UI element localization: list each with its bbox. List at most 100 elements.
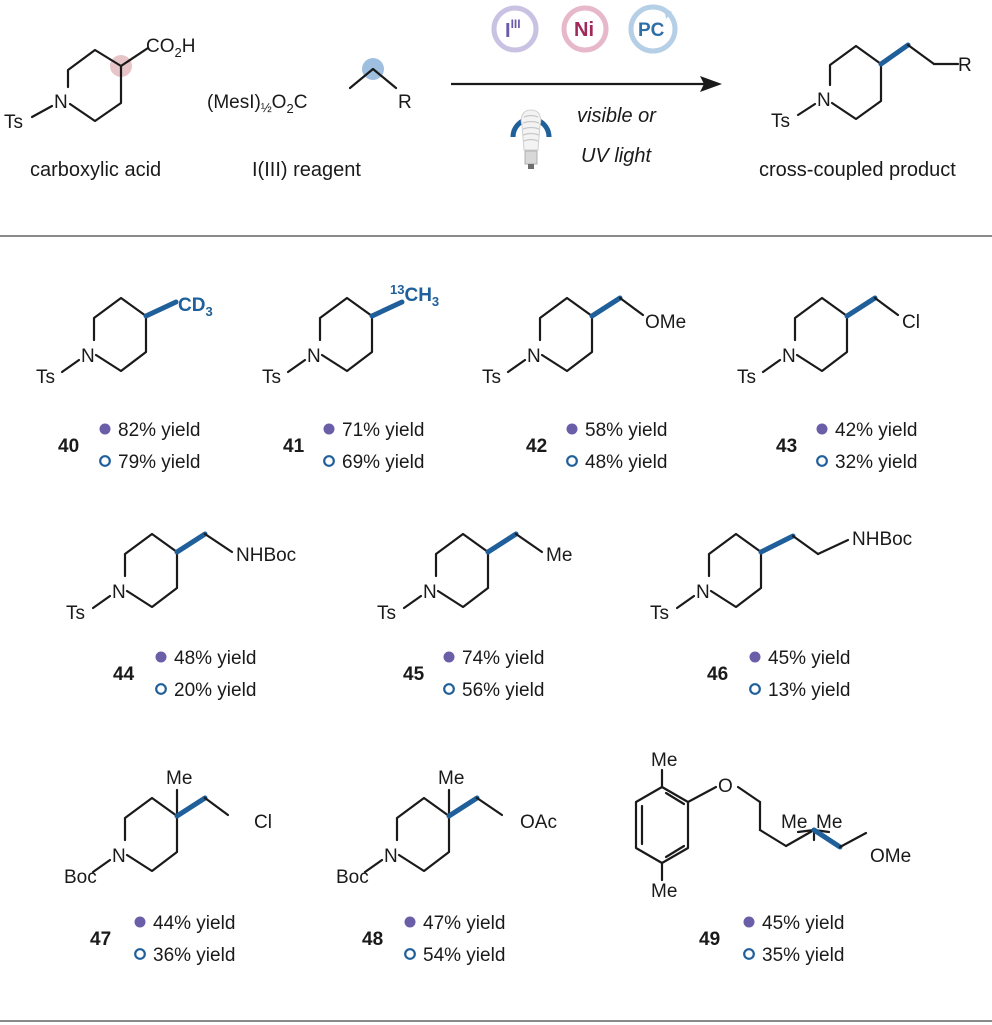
compound-42-structure: N Ts OMe (482, 295, 686, 388)
open-dot-marker (566, 455, 578, 467)
open-dot-marker (404, 948, 416, 960)
catalyst-photocatalyst: PC (628, 4, 678, 54)
compound-number: 45 (403, 664, 425, 685)
filled-dot-marker (99, 423, 111, 435)
svg-text:Ts: Ts (377, 603, 396, 624)
svg-text:NHBoc: NHBoc (236, 545, 296, 566)
filled-dot-marker (816, 423, 828, 435)
svg-text:13CH3: 13CH3 (390, 282, 439, 309)
carboxylic-acid-structure: N Ts CO2H (4, 36, 195, 133)
svg-text:N: N (81, 346, 95, 367)
open-dot-marker (749, 683, 761, 695)
compound-number: 46 (707, 664, 728, 685)
yield-open: 79% yield (118, 452, 200, 473)
filled-dot-marker (134, 916, 146, 928)
filled-dot-marker (749, 651, 761, 663)
yield-filled: 42% yield (835, 420, 917, 441)
filled-dot-marker (404, 916, 416, 928)
compound-46-structure: N Ts NHBoc (650, 529, 912, 624)
compound-48-structure: N Boc Me OAc (336, 768, 557, 888)
yield-filled: 82% yield (118, 420, 200, 441)
filled-dot-marker (566, 423, 578, 435)
filled-dot-marker (323, 423, 335, 435)
svg-text:Cl: Cl (254, 812, 272, 833)
svg-text:Ts: Ts (36, 367, 55, 388)
svg-text:CO2H: CO2H (146, 36, 195, 60)
yield-table: 40 82% yield 79% yield 41 71% yield 69% yield… (58, 420, 917, 966)
yield-open: 56% yield (462, 680, 544, 701)
filled-dot-marker (443, 651, 455, 663)
svg-text:CD3: CD3 (178, 295, 213, 319)
svg-text:Me: Me (651, 750, 677, 771)
compound-number: 48 (362, 929, 383, 950)
svg-text:Ts: Ts (262, 367, 281, 388)
iii-reagent-structure: (MesI)½O2C R (207, 58, 412, 116)
compound-49-structure: Me Me O Me Me OMe (634, 750, 911, 902)
filled-dot-marker (155, 651, 167, 663)
svg-text:O: O (718, 776, 733, 797)
compound-number: 47 (90, 929, 111, 950)
yield-open: 13% yield (768, 680, 850, 701)
svg-text:N: N (817, 90, 831, 111)
n-atom: N (54, 92, 68, 113)
yield-open: 69% yield (342, 452, 424, 473)
compound-number: 41 (283, 436, 305, 457)
light-bulb-icon (510, 109, 552, 169)
compound-number: 49 (699, 929, 720, 950)
svg-text:Ts: Ts (482, 367, 501, 388)
svg-text:N: N (112, 582, 126, 603)
svg-text:Me: Me (438, 768, 464, 789)
yield-block-49: 49 45% yield 35% yield (699, 913, 844, 966)
product-caption: cross-coupled product (759, 159, 956, 181)
reagent-caption: I(III) reagent (252, 159, 361, 181)
yield-filled: 44% yield (153, 913, 235, 934)
compound-44-structure: N Ts NHBoc (66, 531, 296, 624)
yield-open: 20% yield (174, 680, 256, 701)
yield-open: 48% yield (585, 452, 667, 473)
yield-filled: 58% yield (585, 420, 667, 441)
compound-45-structure: N Ts Me (377, 531, 572, 624)
yield-filled: 45% yield (768, 648, 850, 669)
compound-number: 43 (776, 436, 797, 457)
svg-text:Ts: Ts (771, 111, 790, 132)
svg-text:OAc: OAc (520, 812, 557, 833)
svg-text:OMe: OMe (870, 846, 911, 867)
yield-open: 54% yield (423, 945, 505, 966)
yield-block-40: 40 82% yield 79% yield (58, 420, 200, 473)
open-dot-marker (743, 948, 755, 960)
svg-text:Ts: Ts (737, 367, 756, 388)
svg-text:Ts: Ts (66, 603, 85, 624)
r-group: R (398, 92, 412, 113)
yield-block-48: 48 47% yield 54% yield (362, 913, 505, 966)
svg-text:N: N (384, 846, 398, 867)
yield-filled: 47% yield (423, 913, 505, 934)
svg-text:N: N (307, 346, 321, 367)
open-dot-marker (323, 455, 335, 467)
yield-block-46: 46 45% yield 13% yield (707, 648, 850, 701)
catalyst-iodine: IIII (491, 5, 539, 53)
yield-open: 35% yield (762, 945, 844, 966)
yield-filled: 45% yield (762, 913, 844, 934)
compound-number: 40 (58, 436, 79, 457)
svg-text:Me: Me (651, 881, 677, 902)
svg-text:N: N (527, 346, 541, 367)
light-text-2: UV light (581, 145, 652, 167)
svg-text:Me: Me (166, 768, 192, 789)
open-dot-marker (99, 455, 111, 467)
svg-text:N: N (696, 582, 710, 603)
ts-group: Ts (4, 112, 23, 133)
open-dot-marker (155, 683, 167, 695)
svg-text:N: N (423, 582, 437, 603)
reaction-arrow (451, 76, 722, 92)
yield-filled: 74% yield (462, 648, 544, 669)
yield-block-45: 45 74% yield 56% yield (403, 648, 544, 701)
svg-text:Me: Me (546, 545, 572, 566)
compound-43-structure: N Ts Cl (737, 295, 920, 388)
open-dot-marker (816, 455, 828, 467)
catalyst-nickel: Ni (561, 5, 609, 53)
yield-filled: 71% yield (342, 420, 424, 441)
svg-text:Boc: Boc (64, 867, 97, 888)
product-structure: N Ts R (771, 42, 972, 132)
